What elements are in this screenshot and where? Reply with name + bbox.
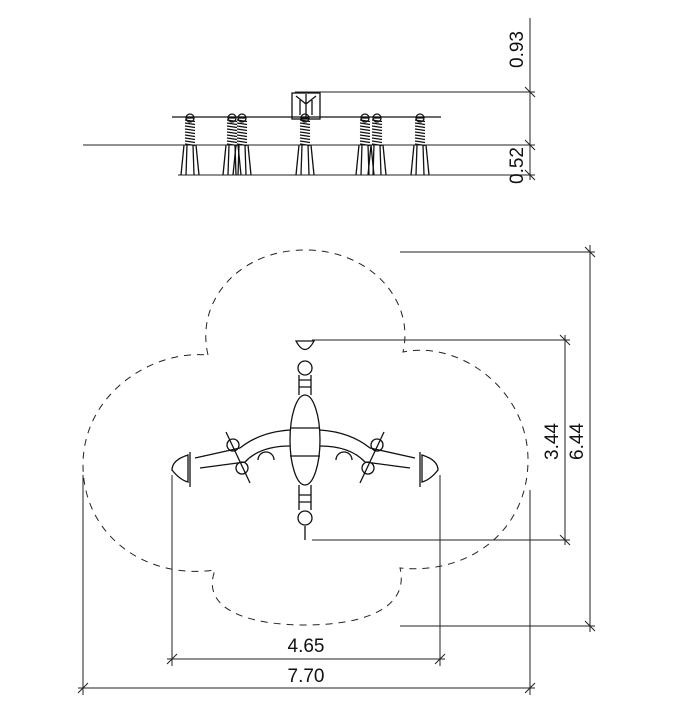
play-equipment [171, 340, 439, 540]
base-height-label: 0.52 [507, 147, 528, 184]
spring-post [180, 113, 200, 176]
dimension-tick [524, 86, 536, 98]
plan-view: 4.65 7.70 3.44 6.44 [77, 245, 596, 695]
spring-post [367, 113, 387, 176]
equipment-width-label: 4.65 [288, 636, 325, 657]
equipment-depth-label: 3.44 [542, 423, 563, 460]
spring-post [410, 113, 430, 176]
spring-post [232, 113, 252, 176]
spring-post [295, 113, 315, 176]
dimension-tick [524, 139, 536, 151]
top-height-label: 0.93 [507, 31, 528, 68]
center-hub [289, 394, 321, 486]
safety-zone-outline [82, 249, 529, 626]
side-elevation-view: 0.93 0.52 [83, 18, 536, 184]
zone-width-label: 7.70 [288, 666, 325, 687]
spring-post [355, 113, 375, 176]
spring-posts [180, 113, 430, 176]
seat-top [294, 340, 316, 351]
spring-post [222, 113, 242, 176]
center-seat-unit [291, 92, 321, 120]
zone-depth-label: 6.44 [567, 423, 588, 460]
dimension-tick [524, 169, 536, 181]
